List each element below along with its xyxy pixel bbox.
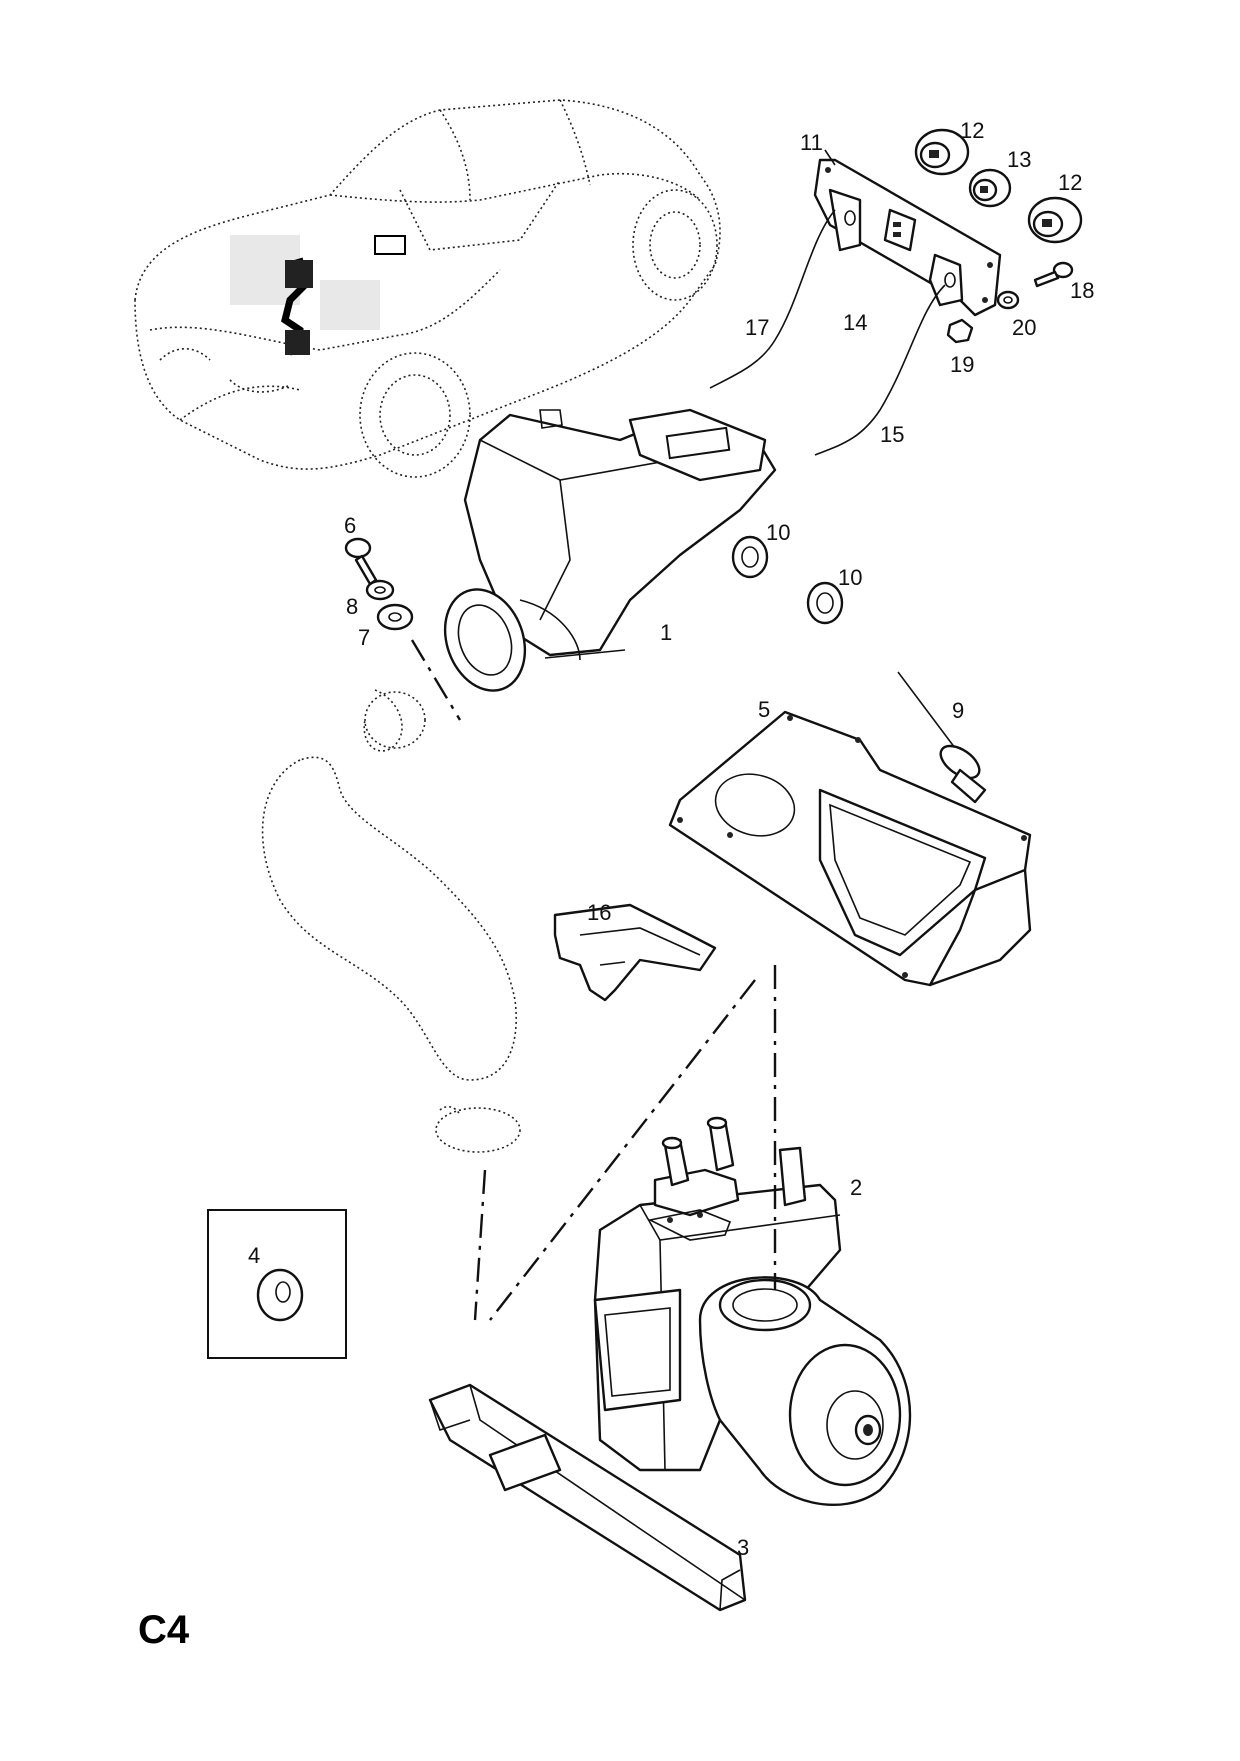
callout-10a: 10 bbox=[766, 520, 790, 545]
callout-1: 1 bbox=[660, 620, 672, 645]
washer-8 bbox=[365, 579, 395, 601]
callout-19: 19 bbox=[950, 352, 974, 377]
screw-6 bbox=[344, 537, 378, 586]
callout-16: 16 bbox=[587, 900, 611, 925]
callout-4: 4 bbox=[248, 1243, 260, 1268]
cable-15 bbox=[814, 284, 946, 456]
callout-20: 20 bbox=[1012, 315, 1036, 340]
callout-12b: 12 bbox=[1058, 170, 1082, 195]
callout-8: 8 bbox=[346, 594, 358, 619]
rivet-9 bbox=[897, 671, 987, 804]
callout-13: 13 bbox=[1007, 147, 1031, 172]
switch-14 bbox=[883, 208, 917, 252]
knob-12b bbox=[1027, 196, 1083, 244]
callout-5: 5 bbox=[758, 697, 770, 722]
cover-plate-5 bbox=[668, 710, 1032, 987]
callout-10b: 10 bbox=[838, 565, 862, 590]
knob-13 bbox=[968, 168, 1012, 208]
grommet-10a bbox=[731, 535, 769, 579]
washer-20 bbox=[996, 290, 1020, 310]
grommet-10b bbox=[806, 581, 844, 625]
heater-blower-unit-2 bbox=[593, 1116, 912, 1506]
vehicle-location-view bbox=[134, 99, 721, 478]
callout-2: 2 bbox=[850, 1175, 862, 1200]
callout-6: 6 bbox=[344, 513, 356, 538]
nut-19 bbox=[946, 318, 974, 344]
callout-15: 15 bbox=[880, 422, 904, 447]
callout-17: 17 bbox=[745, 315, 769, 340]
detail-box-4 bbox=[207, 1209, 347, 1359]
duct-channel-3 bbox=[428, 1383, 747, 1612]
callout-labels: 1 2 3 4 5 6 7 8 9 10 10 11 12 12 13 14 1… bbox=[248, 118, 1094, 1560]
air-duct-housing bbox=[443, 408, 777, 692]
callout-12a: 12 bbox=[960, 118, 984, 143]
callout-18: 18 bbox=[1070, 278, 1094, 303]
screw-18 bbox=[1033, 261, 1074, 288]
callout-9: 9 bbox=[952, 698, 964, 723]
bracket-16 bbox=[553, 903, 717, 1002]
callout-7: 7 bbox=[358, 625, 370, 650]
callout-leaders bbox=[824, 149, 836, 166]
callout-3: 3 bbox=[737, 1535, 749, 1560]
callout-14: 14 bbox=[843, 310, 867, 335]
callout-11: 11 bbox=[800, 130, 823, 155]
assembly-lines bbox=[410, 639, 777, 1321]
knob-12a bbox=[914, 128, 970, 176]
page-code: C4 bbox=[138, 1608, 190, 1652]
hose-reference bbox=[261, 689, 521, 1153]
cable-17 bbox=[709, 209, 836, 389]
washer-7 bbox=[376, 603, 414, 631]
